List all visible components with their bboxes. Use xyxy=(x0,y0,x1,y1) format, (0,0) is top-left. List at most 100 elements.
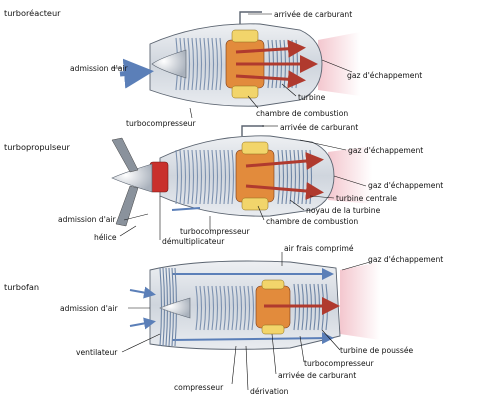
compressor-blade xyxy=(247,285,251,331)
label-fuel-inlet: arrivée de carburant xyxy=(274,10,352,19)
turboprop-leader xyxy=(289,199,305,211)
turbojet-title: turboréacteur xyxy=(4,8,61,18)
turboprop-engine-illustration xyxy=(111,125,372,227)
compressor-blade xyxy=(207,285,211,331)
turboprop-leader xyxy=(309,195,335,199)
label-turbine: turbine xyxy=(298,93,326,102)
label-compressor-turbo: turbocompresseur xyxy=(304,359,374,368)
turbofan-air-intake-arrow xyxy=(129,286,156,299)
compressor-blade xyxy=(203,285,207,331)
label-compressor: compresseur xyxy=(174,383,224,392)
fan-blade xyxy=(159,267,163,347)
turboprop-title: turbopropulseur xyxy=(4,142,71,152)
label-combustion-chamber: chambre de combustion xyxy=(266,217,358,226)
turbine-blade xyxy=(297,149,301,205)
turbofan-nose-cone xyxy=(159,297,191,319)
compressor-blade xyxy=(195,37,199,91)
compressor-blade xyxy=(183,149,187,205)
turbojet-hot-gas-arrow xyxy=(235,39,306,58)
label-air-inlet: admission d'air xyxy=(58,215,117,224)
compressor-blade xyxy=(187,37,191,91)
label-exhaust: gaz d'échappement xyxy=(347,71,422,80)
compressor-blade xyxy=(239,285,243,331)
turboprop-leader xyxy=(257,205,265,221)
turbofan-air-intake-arrow xyxy=(129,317,156,330)
turboprop-combustion-chamber xyxy=(235,149,275,203)
compressor-blade xyxy=(219,285,223,331)
turboprop-propeller-blade xyxy=(111,137,139,173)
turbojet-hot-gas-arrow xyxy=(235,70,306,89)
label-air-inlet: admission d'air xyxy=(60,304,119,313)
compressor-blade xyxy=(199,285,203,331)
label-air-inlet: admission d'air xyxy=(70,64,129,73)
compressor-blade xyxy=(211,285,215,331)
turbojet-leader xyxy=(321,59,353,73)
label-exhaust: gaz d'échappement xyxy=(368,181,443,190)
turboprop-compressor-blades xyxy=(175,149,235,205)
turbofan-leader xyxy=(341,261,371,271)
compressor-blade xyxy=(211,37,215,91)
turboprop-leader xyxy=(123,213,149,221)
compressor-blade xyxy=(203,149,207,205)
compressor-blade xyxy=(219,37,223,91)
turbojet-air-intake-arrow xyxy=(119,58,154,89)
compressor-blade xyxy=(211,149,215,205)
turbofan-fuel-chamber-top xyxy=(261,279,285,290)
turbofan-exhaust-plume xyxy=(340,262,380,340)
compressor-blade xyxy=(215,285,219,331)
label-fuel-inlet: arrivée de carburant xyxy=(278,371,356,380)
turbofan-fuel-chamber-bottom xyxy=(261,324,285,335)
label-bypass: dérivation xyxy=(250,387,289,396)
turbojet-exhaust-plume xyxy=(318,32,360,96)
turboprop-fuel-chamber-top xyxy=(241,141,269,155)
turboprop-propeller-blade xyxy=(115,185,139,227)
compressor-blade xyxy=(251,285,255,331)
compressor-blade xyxy=(215,149,219,205)
turboprop-section: turbopropulseur xyxy=(4,123,443,246)
compressor-blade xyxy=(199,149,203,205)
label-compressor: turbocompresseur xyxy=(126,119,196,128)
turboprop-air-flow-line xyxy=(171,207,201,211)
turbofan-leader xyxy=(245,345,249,391)
compressor-blade xyxy=(215,37,219,91)
turboprop-hot-gas-arrow xyxy=(245,152,324,170)
turbofan-leader xyxy=(121,333,161,353)
turbojet-leader xyxy=(247,95,259,109)
compressor-blade xyxy=(175,149,179,205)
compressor-blade xyxy=(187,149,191,205)
compressor-blade xyxy=(227,285,231,331)
turbine-blade xyxy=(285,149,289,205)
compressor-blade xyxy=(227,149,231,205)
turbojet-engine-illustration xyxy=(119,11,360,107)
label-propeller: hélice xyxy=(94,233,117,242)
turbine-blade xyxy=(293,149,297,205)
turbojet-fuel-chamber-top xyxy=(231,29,259,43)
turbojet-leader xyxy=(281,83,297,97)
turbofan-bypass-flow-bottom xyxy=(171,332,334,345)
label-exhaust: gaz d'échappement xyxy=(368,255,443,264)
compressor-blade xyxy=(195,149,199,205)
turbofan-engine-illustration xyxy=(129,260,380,350)
label-central-turbine: turbine centrale xyxy=(336,194,397,203)
label-reduction-gear: démultiplicateur xyxy=(162,237,225,246)
label-turbine-core: noyau de la turbine xyxy=(306,206,381,215)
label-compressed-air: air frais comprimé xyxy=(284,244,354,253)
turbojet-fuel-chamber-bottom xyxy=(231,85,259,99)
turbojet-fuel-pipe xyxy=(239,11,262,24)
turbofan-title: turbofan xyxy=(4,282,39,292)
compressor-blade xyxy=(223,149,227,205)
turbofan-leader xyxy=(271,333,277,375)
turbine-blade xyxy=(277,149,281,205)
compressor-blade xyxy=(231,285,235,331)
turboprop-leader xyxy=(119,225,137,237)
turboprop-fuel-chamber-bottom xyxy=(241,197,269,211)
compressor-blade xyxy=(219,149,223,205)
compressor-blade xyxy=(235,285,239,331)
turboprop-fuel-pipe xyxy=(241,125,264,136)
turbojet-compressor-blades xyxy=(175,37,223,91)
compressor-blade xyxy=(191,149,195,205)
compressor-blade xyxy=(223,285,227,331)
turbofan-section: turbofan xyxy=(4,244,443,396)
turbojet-leader xyxy=(189,107,193,119)
